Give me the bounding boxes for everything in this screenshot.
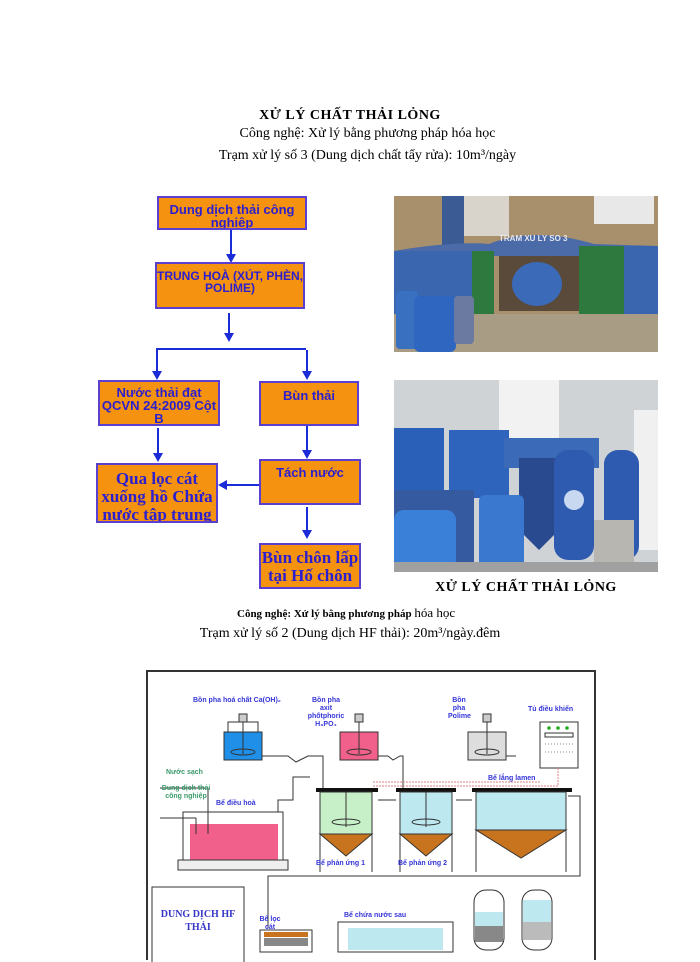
flow-box-water-ok: Nước thải đạt QCVN 24:2009 Cột B (98, 380, 220, 426)
flow-box-sludge-label: Bùn thải (283, 388, 335, 403)
label-equalization-tank: Bể điều hoà (216, 800, 256, 807)
label-clean-water: Nước sạch (166, 769, 203, 776)
flow-box-sand-filter-label: Qua lọc cát xuống hồ Chứa nước tập trung (101, 469, 213, 523)
technology-subtitle-2: Công nghệ: Xử lý bằng phương pháp hóa họ… (237, 605, 455, 621)
station-subtitle: Trạm xử lý số 3 (Dung dịch chất tẩy rửa)… (218, 148, 517, 163)
connector-line (156, 348, 306, 350)
arrow-down-icon (302, 450, 312, 459)
label-industrial-solution: Dung dịch thải công nghiệp (161, 785, 211, 801)
flow-box-water-ok-label: Nước thải đạt QCVN 24:2009 Cột B (101, 385, 217, 426)
label-tank-h3po4: Bồn pha axit phốtphoric H₃PO₄ (307, 697, 345, 729)
technology-subtitle: Công nghệ: Xử lý bằng phương pháp hóa họ… (239, 126, 496, 141)
label-hf-box: DUNG DỊCH HF THẢI (160, 909, 236, 933)
arrow-down-icon (302, 530, 312, 539)
arrow-down-icon (152, 371, 162, 380)
label-tank-polime: Bồn pha Polime (448, 697, 471, 721)
label-control-cabinet: Tủ điều khiển (528, 706, 574, 713)
station-2-subtitle: Trạm xử lý số 2 (Dung dịch HF thải): 20m… (199, 626, 501, 641)
connector-line (306, 426, 308, 451)
connector-line (306, 507, 308, 532)
flow-box-neutralize-label: TRUNG HOÀ (XÚT, PHÈN, POLIME) (157, 269, 304, 295)
arrow-down-icon (302, 371, 312, 380)
connector-line (156, 348, 158, 372)
station-photo-bottom (394, 380, 658, 572)
arrow-left-icon (218, 480, 227, 490)
process-diagram-drawing (151, 713, 581, 962)
arrow-down-icon (153, 453, 163, 462)
label-reaction-tank-1: Bể phản ứng 1 (316, 860, 366, 867)
arrow-down-icon (226, 254, 236, 263)
flow-box-sand-filter: Qua lọc cát xuống hồ Chứa nước tập trung (96, 463, 218, 523)
treatment-tanks-image (394, 380, 658, 572)
connector-line (230, 230, 232, 258)
connector-line (228, 313, 230, 333)
station-photo-top: TRAM XU LY SO 3 (394, 196, 658, 352)
flow-box-sludge: Bùn thải (259, 381, 359, 426)
connector-line (226, 484, 260, 486)
connector-line (157, 428, 159, 454)
flow-box-neutralize: TRUNG HOÀ (XÚT, PHÈN, POLIME) (155, 262, 305, 309)
arrow-down-icon (224, 333, 234, 342)
page-title: XỬ LÝ CHẤT THẢI LỎNG (259, 108, 441, 123)
flow-box-landfill: Bùn chôn lấp tại Hố chôn (259, 543, 361, 589)
technology-subtitle-2-tail: hóa học (414, 605, 456, 620)
label-reaction-tank-2: Bể phản ứng 2 (398, 860, 448, 867)
flow-box-input: Dung dịch thải công nghiệp (157, 196, 307, 230)
flow-box-dewater-label: Tách nước (276, 465, 344, 480)
label-lamella-tank: Bể lắng lamen (488, 775, 536, 782)
label-clean-water-tank: Bể chứa nước sau (344, 912, 407, 919)
station-building-image: TRAM XU LY SO 3 (394, 196, 658, 352)
svg-text:TRAM XU LY SO 3: TRAM XU LY SO 3 (499, 234, 568, 243)
process-diagram: Bồn pha hoá chất Ca(OH)₂ Bồn pha axit ph… (146, 670, 596, 962)
photo-caption: XỬ LÝ CHẤT THẢI LỎNG (435, 580, 617, 595)
flow-box-input-label: Dung dịch thải công nghiệp (169, 202, 295, 230)
technology-subtitle-2-main: Công nghệ: Xử lý bằng phương pháp (237, 608, 412, 620)
label-tank-caoh2: Bồn pha hoá chất Ca(OH)₂ (193, 697, 281, 704)
label-sand-filter: Bể lọc cát (259, 916, 281, 932)
flow-box-dewater: Tách nước (259, 459, 361, 505)
connector-line (306, 350, 308, 372)
flow-box-landfill-label: Bùn chôn lấp tại Hố chôn (261, 548, 359, 585)
